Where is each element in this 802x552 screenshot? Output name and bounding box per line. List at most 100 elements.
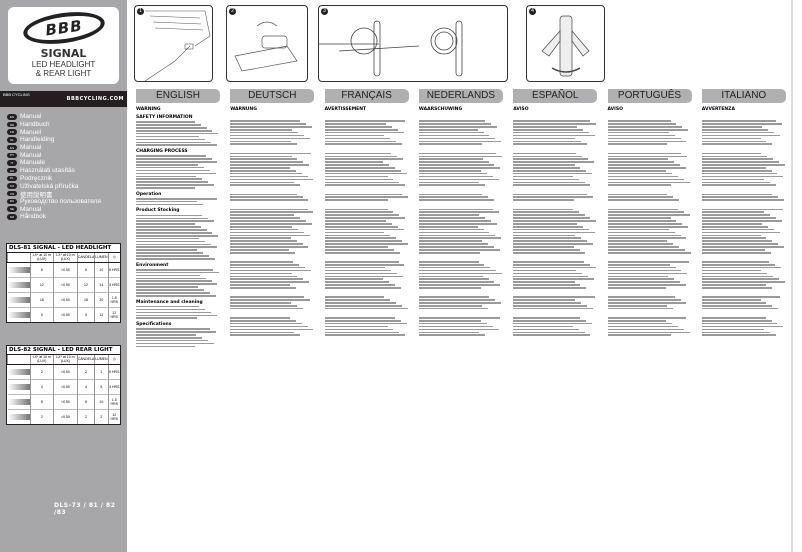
text-line [701,322,778,325]
text-line [513,237,582,240]
text-line [230,131,299,134]
text-line [418,228,484,231]
table-cell: 2 [76,363,95,379]
language-heading: FRANÇAIS [324,89,409,103]
text-line [136,268,214,271]
text-line [607,172,673,175]
website: BBBCYCLING.COM [66,96,124,102]
text-line [418,322,487,325]
text-line [701,211,764,214]
text-line [607,249,685,251]
text-line [418,120,486,122]
text-line [324,322,407,325]
text-line [513,175,573,178]
language-code-badge: RU [7,198,17,205]
text-line [607,325,679,328]
text-line [136,246,217,249]
table-header: LX* at 10 m (LUX) [29,253,54,263]
text-line [230,234,311,237]
text-line [513,152,577,155]
text-line [136,334,197,336]
language-label: Manuale [20,159,45,167]
text-line [607,243,674,245]
text-line [230,249,290,251]
text-line [701,234,761,237]
table-cell: 3 HRS [107,276,120,292]
text-line [607,120,671,122]
text-line [136,311,211,314]
text-line [324,123,386,125]
text-line [324,231,385,234]
section-heading: SAFETY INFORMATION [136,115,193,120]
text-line [230,325,308,328]
warning-heading: AVERTISSEMENT [324,107,367,112]
text-line [607,264,670,266]
text-line [136,200,198,203]
text-line [324,278,384,281]
table-cell: 2 [29,363,54,379]
text-line [513,131,589,134]
beam-pattern-icon [7,291,30,307]
language-code-badge: IT [7,160,17,166]
table-cell: <0.50 [53,363,78,379]
beam-pattern-icon [7,408,30,424]
text-line [418,264,485,266]
language-label: Manual [20,144,42,152]
text-line [701,331,770,334]
text-line [230,266,306,269]
table-title: DLS-81 SIGNAL - LED HEADLIGHT [7,244,120,253]
text-line [701,240,773,242]
text-line [701,140,767,143]
section-heading: Operation [136,191,162,197]
text-line [418,261,479,263]
text-line [230,287,296,289]
text-line [701,246,785,248]
text-line [324,143,402,146]
text-line [418,172,487,175]
text-line [230,322,302,325]
text-line [136,339,209,342]
text-line [418,234,496,237]
text-line [513,275,588,278]
language-column: FRANÇAIS AVERTISSEMENT [324,89,409,337]
table-cell: 4 [76,378,95,394]
text-line [513,281,575,283]
language-code-badge: HU [7,167,17,174]
table-cell: <0.50 [53,408,78,424]
table-header [7,253,30,263]
text-line [136,184,215,186]
text-line [607,223,683,225]
text-line [701,152,762,155]
table-header: LX* at 10 m (LUX) [53,253,78,263]
text-line [230,275,298,278]
language-label: Руководство пользователя [20,197,101,205]
table-cell: 2 [76,408,95,424]
text-line [136,172,216,175]
table-cell: 1.5 HRS [107,291,120,307]
text-line [418,334,486,336]
text-line [230,304,297,307]
text-line [701,225,769,228]
text-line [418,169,482,172]
text-line [230,167,290,169]
text-line [513,161,594,163]
text-line [418,275,483,278]
text-line [607,199,679,201]
text-line [607,272,688,275]
table-cell: 10 [94,261,108,277]
text-line [513,120,591,122]
text-line [230,228,299,231]
text-line [701,296,780,298]
text-line [136,161,218,163]
text-line [513,299,576,301]
text-line [607,328,684,331]
text-line [701,319,772,322]
text-line [324,120,406,122]
text-line [418,199,494,201]
